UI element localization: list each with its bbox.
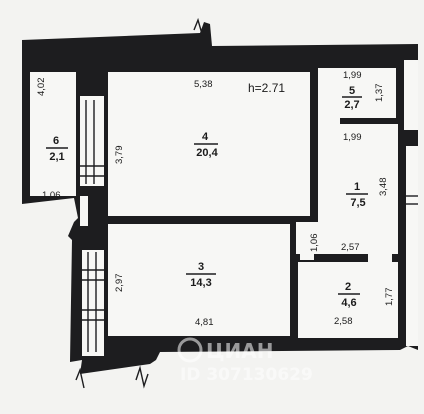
- dim-room4-depth: 3,79: [114, 146, 125, 165]
- room-5-area: 2,7: [344, 99, 359, 111]
- cian-logo-icon: [177, 337, 203, 363]
- room-2-area: 4,6: [341, 297, 356, 309]
- dim-corridor-width: 2,57: [341, 242, 360, 253]
- room-1-number: 1: [354, 181, 360, 193]
- window-lines: [80, 100, 418, 352]
- watermark: ЦИАН ID 307130629: [177, 337, 313, 385]
- dim-room2-width: 2,58: [334, 316, 353, 327]
- ceiling-height-label: h=2.71: [248, 81, 285, 95]
- break-marks: [75, 17, 207, 389]
- room-4-number: 4: [202, 131, 209, 143]
- room-5-number: 5: [349, 85, 355, 97]
- room-labels: 4 20,4 5 2,7 1 7,5 6 2,1 3 14,3 2 4,6: [46, 85, 368, 309]
- room-fills: [30, 60, 418, 356]
- dim-room1-depth: 3,48: [378, 178, 389, 197]
- room-3-number: 3: [198, 261, 204, 273]
- dim-room2-depth: 1,77: [384, 288, 395, 307]
- room-6-number: 6: [53, 135, 59, 147]
- dim-room5-width: 1,99: [343, 70, 362, 81]
- dim-room4-width: 5,38: [194, 79, 213, 90]
- room-4-area: 20,4: [196, 147, 218, 159]
- door-openings: [300, 116, 392, 262]
- watermark-id: ID 307130629: [180, 365, 313, 385]
- watermark-brand: ЦИАН: [206, 339, 274, 363]
- dim-balcony-width: 1,06: [42, 190, 61, 201]
- dim-corridor-depth: 1,06: [309, 234, 320, 253]
- dimension-labels: 5,38 3,79 1,99 1,37 1,99 3,48 1,06 2,57 …: [36, 70, 395, 328]
- dim-room3-width: 4,81: [195, 317, 214, 328]
- room-1-area: 7,5: [350, 197, 365, 209]
- dim-room3-depth: 2,97: [114, 274, 125, 293]
- dim-balcony-length: 4,02: [36, 78, 47, 97]
- room-2-number: 2: [345, 281, 351, 293]
- dim-room5-depth: 1,37: [374, 84, 385, 103]
- room-6-area: 2,1: [49, 151, 64, 163]
- dim-room1-width: 1,99: [343, 132, 362, 143]
- room-3-area: 14,3: [190, 277, 211, 289]
